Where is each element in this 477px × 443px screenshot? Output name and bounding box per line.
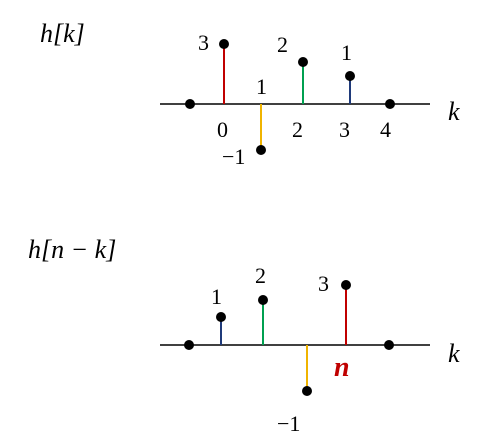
- bottom-stem-a-label: 1: [211, 284, 222, 309]
- top-tick-2: 2: [292, 117, 303, 142]
- top-stem-2-dot: [298, 57, 308, 67]
- top-stem-3-dot: [345, 71, 355, 81]
- top-tick-3: 3: [339, 117, 350, 142]
- bottom-stem-d-label: 3: [318, 271, 329, 296]
- top-tick-0: 0: [217, 117, 228, 142]
- top-zero-dot-left: [185, 99, 195, 109]
- bottom-stem-b-dot: [258, 295, 268, 305]
- top-stem-1-dot: [256, 145, 266, 155]
- top-zero-dot-right: [385, 99, 395, 109]
- bottom-axis-label: k: [448, 339, 460, 368]
- top-stem-0-dot: [219, 39, 229, 49]
- top-stem-3-label: 1: [341, 40, 352, 65]
- top-stem-0-label: 3: [198, 30, 209, 55]
- bottom-panel: h[n − k] k 1 2 −1 3 n: [28, 235, 460, 436]
- bottom-stem-d-dot: [341, 280, 351, 290]
- bottom-zero-dot-right: [384, 340, 394, 350]
- top-title: h[k]: [40, 19, 85, 48]
- bottom-title: h[n − k]: [28, 235, 116, 264]
- top-stem-1-label: 1: [256, 74, 267, 99]
- top-stem-2-label: 2: [277, 32, 288, 57]
- top-neg-label: −1: [222, 144, 245, 169]
- bottom-zero-dot-left: [184, 340, 194, 350]
- bottom-n-label: n: [334, 352, 350, 383]
- top-tick-4: 4: [380, 117, 391, 142]
- top-panel: h[k] k 3 1 −1 2 1 0 2 3 4: [40, 19, 460, 169]
- top-axis-label: k: [448, 97, 460, 126]
- bottom-stem-c-dot: [302, 386, 312, 396]
- bottom-stem-b-label: 2: [255, 263, 266, 288]
- bottom-neg-label: −1: [277, 411, 300, 436]
- bottom-stem-a-dot: [216, 312, 226, 322]
